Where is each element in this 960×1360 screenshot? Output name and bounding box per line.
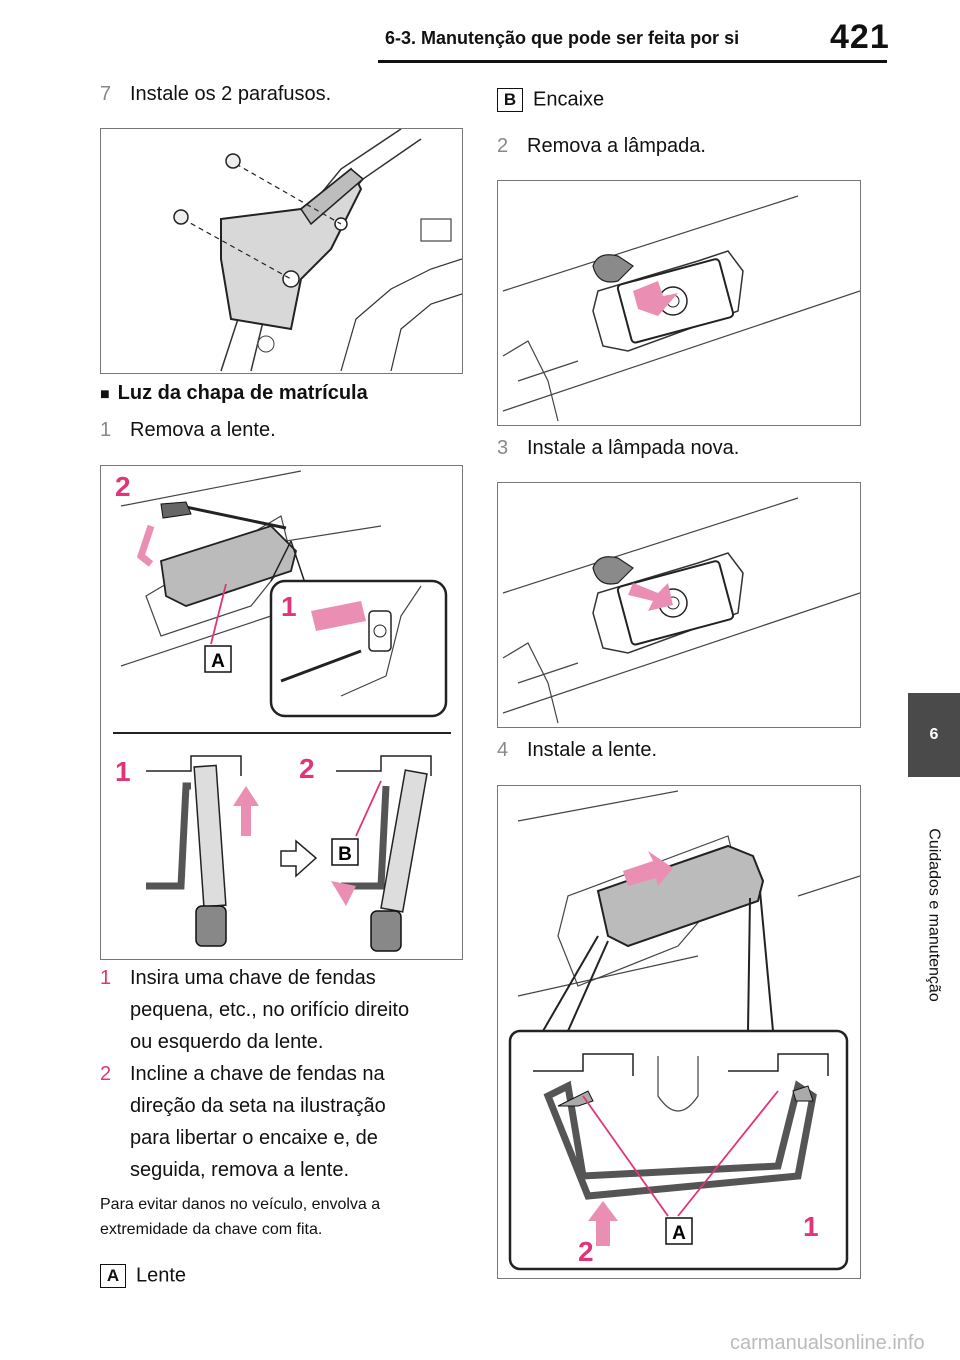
- substep-1: 1 Insira uma chave de fendas pequena, et…: [100, 962, 470, 1058]
- substep-2: 2 Incline a chave de fendas na direção d…: [100, 1058, 470, 1186]
- fig5-tag-a: A: [672, 1223, 686, 1244]
- fig5-label-1: 1: [803, 1211, 819, 1242]
- substep-line: seguida, remova a lente.: [130, 1159, 350, 1181]
- step-4-install-lens: 4 Instale a lente.: [497, 734, 657, 766]
- substep-line: para libertar o encaixe e, de: [130, 1127, 378, 1149]
- step-text: Instale a lâmpada nova.: [527, 437, 740, 459]
- substep-line: ou esquerdo da lente.: [130, 1031, 324, 1053]
- legend-tag-a: A: [100, 1264, 126, 1288]
- fig-label-1: 1: [281, 591, 297, 622]
- chapter-tab[interactable]: 6: [908, 693, 960, 777]
- step-number: 4: [497, 739, 509, 761]
- step-text: Remova a lente.: [130, 419, 276, 441]
- chapter-label: Cuidados e manutenção: [908, 790, 960, 1040]
- substep-line: direção da seta na ilustração: [130, 1095, 386, 1117]
- substep-number: 2: [100, 1063, 112, 1085]
- section-title: 6-3. Manutenção que pode ser feita por s…: [385, 28, 740, 48]
- note-line: extremidade da chave com fita.: [100, 1221, 323, 1238]
- substep-line: pequena, etc., no orifício direito: [130, 999, 410, 1021]
- note-line: Para evitar danos no veículo, envolva a: [100, 1196, 381, 1213]
- fig-label-2: 2: [115, 471, 131, 502]
- fig-label-1b: 1: [115, 756, 131, 787]
- legend-text-a: Lente: [136, 1264, 187, 1287]
- page-number: 421: [830, 18, 890, 56]
- substep-number: 1: [100, 967, 112, 989]
- legend-b: B Encaixe: [497, 88, 604, 112]
- step-2-remove-bulb: 2 Remova a lâmpada.: [497, 130, 706, 162]
- figure-install-bulb: [497, 482, 861, 728]
- step-text: Instale a lente.: [527, 739, 658, 761]
- substep-line: Incline a chave de fendas na: [130, 1063, 385, 1085]
- step-1-remove-lens: 1 Remova a lente.: [100, 414, 276, 446]
- substep-line: Insira uma chave de fendas: [130, 967, 376, 989]
- chapter-title: Cuidados e manutenção: [926, 828, 944, 1002]
- fig-label-2b: 2: [299, 753, 315, 784]
- header-rule: [378, 60, 887, 63]
- step-number: 2: [497, 135, 509, 157]
- legend-tag-b: B: [497, 88, 523, 112]
- step-number: 1: [100, 419, 112, 441]
- step-text: Instale os 2 parafusos.: [130, 83, 332, 105]
- step-number: 3: [497, 437, 509, 459]
- fig5-label-2: 2: [578, 1236, 594, 1267]
- legend-text-b: Encaixe: [533, 88, 605, 111]
- subheading: ■Luz da chapa de matrícula: [100, 382, 368, 404]
- watermark: carmanualsonline.info: [730, 1332, 925, 1354]
- fig-tag-b: B: [338, 844, 352, 865]
- figure-remove-bulb: [497, 180, 861, 426]
- step-7: 7 Instale os 2 parafusos.: [100, 78, 331, 110]
- note: Para evitar danos no veículo, envolva a …: [100, 1192, 470, 1242]
- step-text: Remova a lâmpada.: [527, 135, 706, 157]
- figure-install-screws: [100, 128, 463, 374]
- legend-a: A Lente: [100, 1264, 186, 1288]
- figure-remove-lens: 2 A 1 1 2 B: [100, 465, 463, 960]
- figure-install-lens: 1 2 A: [497, 785, 861, 1279]
- step-number: 7: [100, 83, 112, 105]
- step-3-install-bulb: 3 Instale a lâmpada nova.: [497, 432, 739, 464]
- fig-tag-a: A: [211, 651, 225, 672]
